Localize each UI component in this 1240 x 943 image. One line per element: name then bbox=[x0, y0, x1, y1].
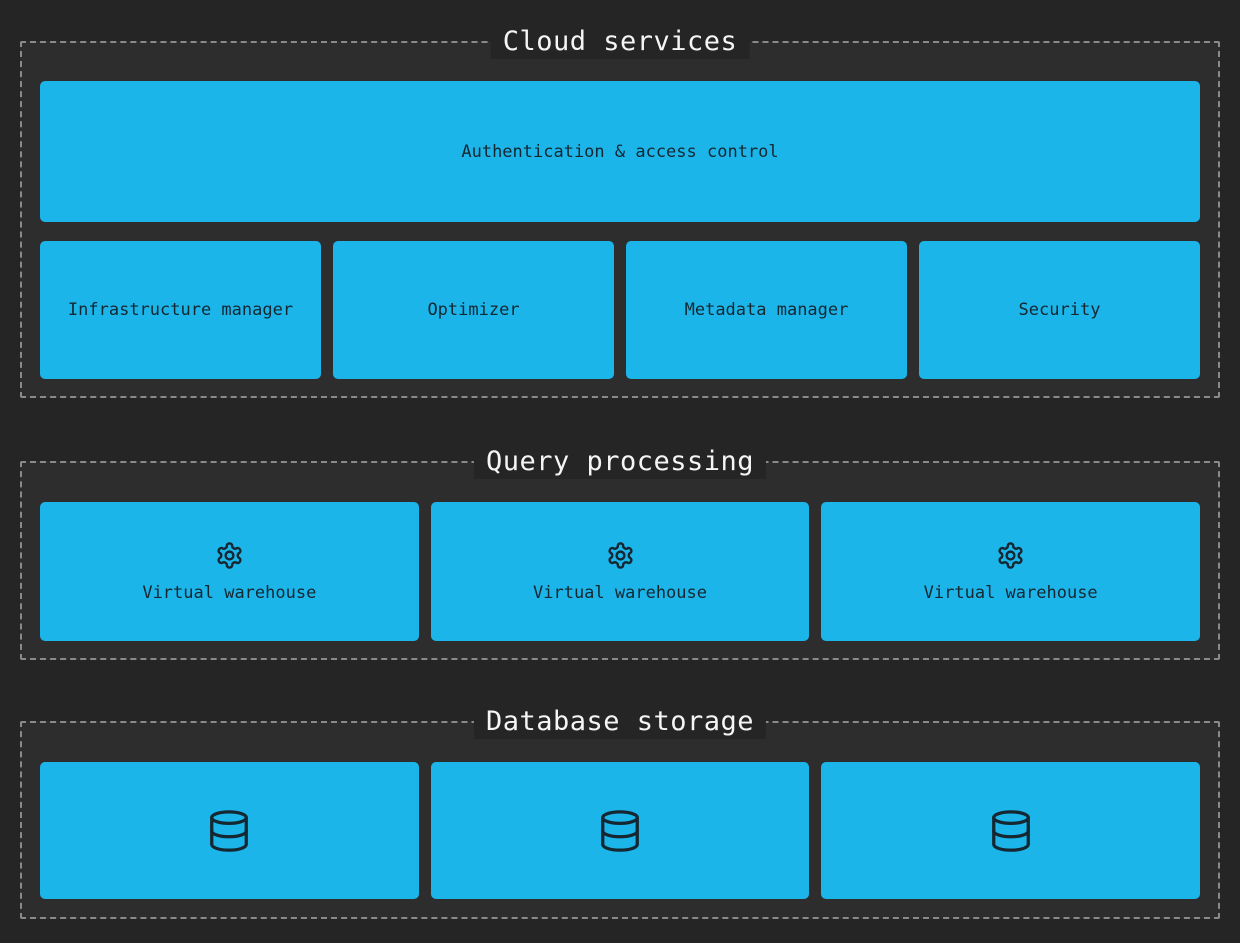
cloud-services-section: Cloud services Authentication & access c… bbox=[20, 25, 1220, 398]
node-virtual-warehouse: Virtual warehouse bbox=[821, 502, 1201, 641]
node-database bbox=[821, 762, 1201, 899]
database-storage-section: Database storage bbox=[20, 705, 1220, 919]
database-icon bbox=[991, 809, 1030, 852]
query-processing-row: Virtual warehouse Virtual warehouse Virt… bbox=[40, 502, 1201, 641]
node-label: Infrastructure manager bbox=[67, 300, 294, 320]
database-icon bbox=[601, 809, 639, 852]
cloud-services-row: Infrastructure manager Optimizer Metadat… bbox=[40, 241, 1200, 379]
node-label: Virtual warehouse bbox=[923, 582, 1098, 603]
node-optimizer: Optimizer bbox=[333, 241, 614, 379]
node-virtual-warehouse: Virtual warehouse bbox=[40, 502, 419, 641]
cloud-services-title: Cloud services bbox=[490, 25, 750, 59]
node-label: Virtual warehouse bbox=[142, 582, 317, 603]
gear-icon bbox=[998, 541, 1023, 569]
node-authentication-access-control: Authentication & access control bbox=[40, 81, 1200, 222]
node-label: Metadata manager bbox=[684, 300, 849, 320]
gear-icon bbox=[607, 541, 633, 569]
database-storage-row bbox=[40, 762, 1201, 899]
node-metadata-manager: Metadata manager bbox=[626, 241, 907, 379]
node-database bbox=[40, 762, 419, 899]
database-storage-title: Database storage bbox=[473, 705, 767, 739]
node-label: Virtual warehouse bbox=[533, 582, 707, 603]
query-processing-title: Query processing bbox=[473, 445, 767, 479]
node-label: Optimizer bbox=[427, 300, 520, 320]
node-label: Authentication & access control bbox=[461, 141, 779, 162]
database-icon bbox=[210, 809, 249, 852]
node-database bbox=[430, 762, 810, 899]
node-infrastructure-manager: Infrastructure manager bbox=[40, 241, 321, 379]
node-security: Security bbox=[919, 241, 1200, 379]
node-virtual-warehouse: Virtual warehouse bbox=[430, 502, 810, 641]
gear-icon bbox=[217, 541, 242, 569]
node-label: Security bbox=[1018, 300, 1101, 320]
query-processing-section: Query processing Virtual warehouse Virtu… bbox=[20, 445, 1220, 660]
